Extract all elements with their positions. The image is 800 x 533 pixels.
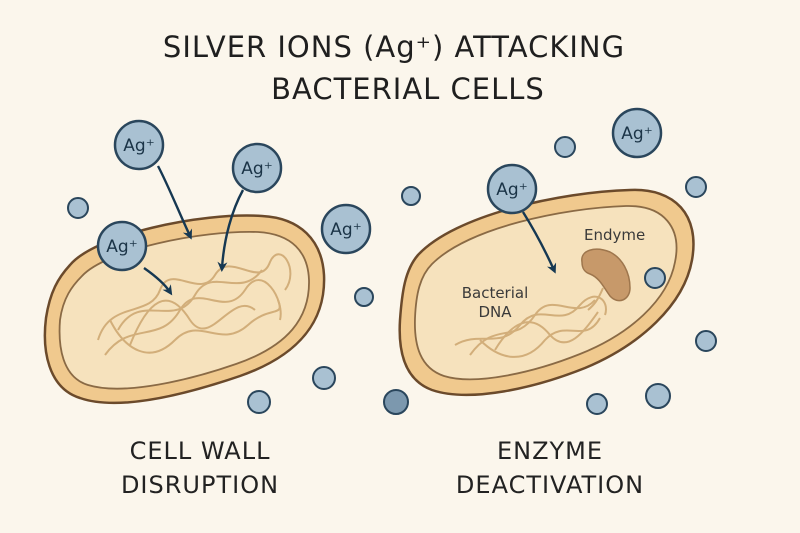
arrow-ion2-to-cell xyxy=(217,189,245,272)
ag-ion-large-2: Ag⁺ xyxy=(231,142,283,194)
ion-particle xyxy=(644,267,666,289)
left-dna-strands xyxy=(97,253,292,356)
ag-ion-label: Ag⁺ xyxy=(123,136,154,156)
caption-left-line-1: CELL WALL xyxy=(129,437,271,465)
dna-label-line-2: DNA xyxy=(478,303,512,321)
ion-particle xyxy=(695,330,717,352)
caption-cell-wall-disruption: CELL WALL DISRUPTION xyxy=(70,434,330,502)
caption-enzyme-deactivation: ENZYME DEACTIVATION xyxy=(420,434,680,502)
ag-ion-label: Ag⁺ xyxy=(241,159,272,179)
ag-ion-label: Ag⁺ xyxy=(496,180,527,200)
enzyme-to-dna-link xyxy=(587,287,604,311)
ion-particle xyxy=(554,136,576,158)
ag-ion-large-1: Ag⁺ xyxy=(113,119,165,171)
ion-particle xyxy=(645,383,671,409)
enzyme-label: Endyme xyxy=(584,226,646,244)
right-dna-strands xyxy=(454,295,607,358)
ag-ion-label: Ag⁺ xyxy=(621,124,652,144)
ion-particle xyxy=(383,389,409,415)
ag-ion-large-5: Ag⁺ xyxy=(486,163,538,215)
caption-right-line-2: DEACTIVATION xyxy=(455,471,645,499)
ag-ion-large-3: Ag⁺ xyxy=(96,220,148,272)
attack-arrows xyxy=(143,165,557,296)
arrow-ion5-to-dna xyxy=(521,211,557,274)
diagram-title-line-2: BACTERIAL CELLS xyxy=(271,72,545,106)
enzyme-shape xyxy=(581,248,631,302)
dna-label-line-1: Bacterial xyxy=(461,284,529,302)
right-bacterial-cell xyxy=(398,188,695,397)
ag-ion-large-6: Ag⁺ xyxy=(611,107,663,159)
ag-ion-label: Ag⁺ xyxy=(106,237,137,257)
silver-ion-particles xyxy=(67,136,717,415)
ion-particle xyxy=(685,176,707,198)
ag-ion-label: Ag⁺ xyxy=(330,220,361,240)
ion-particle xyxy=(354,287,374,307)
ion-particle xyxy=(312,366,336,390)
ion-particle xyxy=(67,197,89,219)
dna-label: Bacterial DNA xyxy=(440,284,550,322)
caption-right-line-1: ENZYME xyxy=(496,437,604,465)
arrow-ion3-to-dna xyxy=(143,267,173,296)
ion-particle xyxy=(586,393,608,415)
caption-left-line-2: DISRUPTION xyxy=(120,471,280,499)
ion-particle xyxy=(401,186,421,206)
left-bacterial-cell xyxy=(43,214,326,405)
arrow-ion1-to-wall xyxy=(156,165,193,240)
ion-particle xyxy=(247,390,271,414)
ag-ion-large-4: Ag⁺ xyxy=(320,203,372,255)
diagram-title-line-1: SILVER IONS (Ag⁺) ATTACKING xyxy=(162,30,626,64)
right-cell-membrane xyxy=(414,205,678,381)
